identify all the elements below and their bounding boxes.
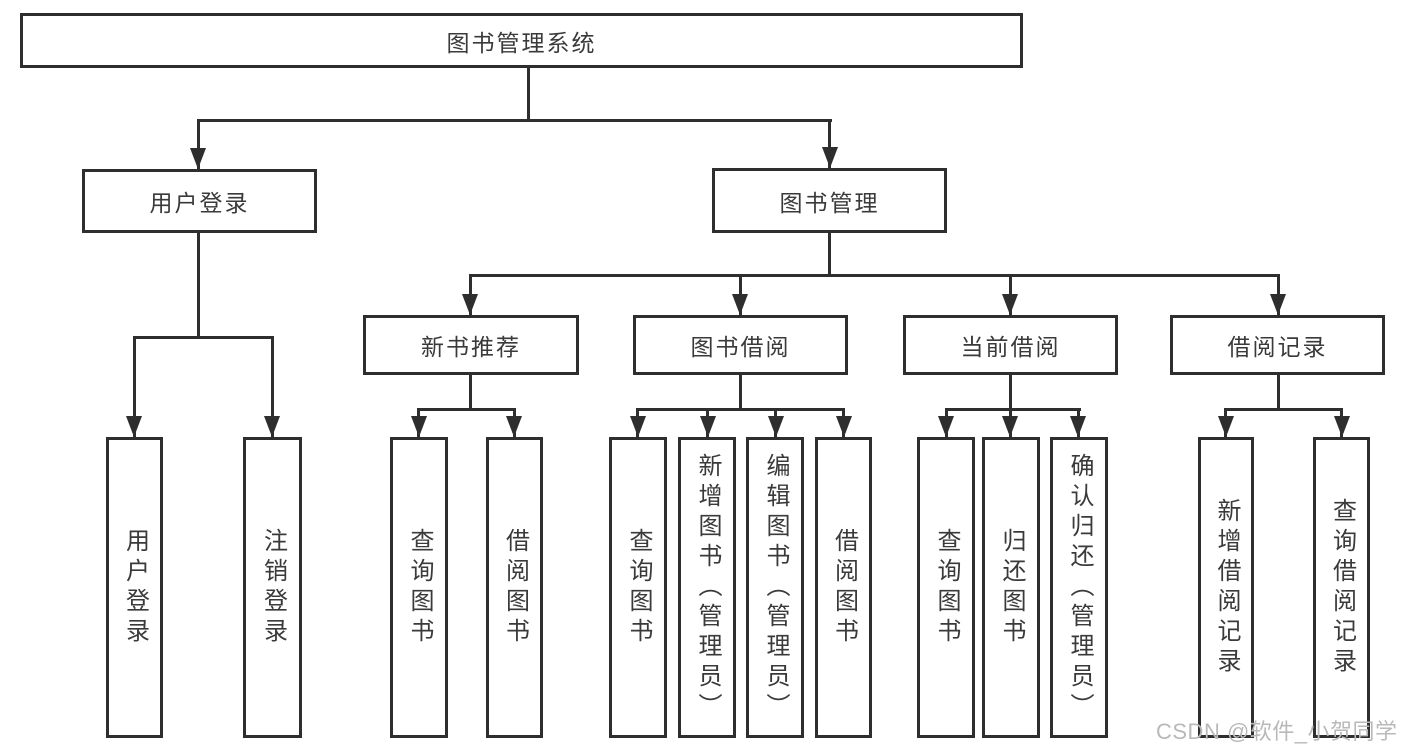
leaf-add-borrow-record-label: 新增借阅记录 bbox=[1213, 497, 1240, 678]
leaf-user-login-label: 用户登录 bbox=[121, 527, 149, 648]
arrow-down-icon bbox=[768, 416, 784, 437]
connector-line bbox=[197, 119, 200, 169]
leaf-add-borrow-record: 新增借阅记录 bbox=[1198, 437, 1254, 738]
leaf-logout: 注销登录 bbox=[243, 437, 302, 738]
connector-line bbox=[828, 233, 831, 275]
node-borrowing-records-label: 借阅记录 bbox=[1227, 334, 1328, 360]
connector-line bbox=[739, 375, 742, 409]
leaf-query-borrow-record: 查询借阅记录 bbox=[1313, 437, 1370, 738]
arrow-down-icon bbox=[1002, 294, 1018, 315]
node-book-management: 图书管理 bbox=[712, 168, 947, 233]
leaf-query-books-recommend: 查询图书 bbox=[390, 437, 448, 738]
node-library-system-label: 图书管理系统 bbox=[446, 29, 597, 56]
connector-line bbox=[828, 119, 831, 168]
node-library-system: 图书管理系统 bbox=[20, 13, 1023, 68]
arrow-down-icon bbox=[1270, 294, 1286, 315]
node-borrowing-records: 借阅记录 bbox=[1170, 315, 1385, 375]
node-book-borrowing: 图书借阅 bbox=[633, 315, 848, 375]
node-book-management-label: 图书管理 bbox=[779, 189, 880, 216]
node-book-borrowing-label: 图书借阅 bbox=[690, 334, 791, 360]
leaf-query-borrow-record-label: 查询借阅记录 bbox=[1328, 497, 1356, 678]
leaf-logout-label: 注销登录 bbox=[259, 527, 287, 648]
leaf-borrow-books-recommend-label: 借阅图书 bbox=[501, 527, 529, 648]
node-current-borrowing-label: 当前借阅 bbox=[960, 334, 1061, 360]
connector-line bbox=[636, 408, 845, 411]
leaf-edit-book-admin-label: 编辑图书（管理员） bbox=[762, 452, 789, 723]
connector-line bbox=[1224, 408, 1342, 411]
arrow-down-icon bbox=[1002, 416, 1018, 437]
leaf-return-books: 归还图书 bbox=[982, 437, 1040, 738]
arrow-down-icon bbox=[462, 294, 478, 315]
arrow-down-icon bbox=[1218, 416, 1234, 437]
arrow-down-icon bbox=[630, 416, 646, 437]
connector-line bbox=[1277, 375, 1280, 409]
arrow-down-icon bbox=[836, 416, 852, 437]
arrow-down-icon bbox=[732, 294, 748, 315]
connector-line bbox=[133, 336, 274, 339]
node-new-book-recommend: 新书推荐 bbox=[363, 315, 579, 375]
watermark: CSDN @软件_小贺同学 bbox=[1156, 719, 1398, 744]
leaf-query-books-recommend-label: 查询图书 bbox=[406, 527, 433, 648]
arrow-down-icon bbox=[126, 416, 142, 437]
node-user-login: 用户登录 bbox=[82, 169, 317, 233]
leaf-query-books-borrow-label: 查询图书 bbox=[625, 527, 652, 648]
arrow-down-icon bbox=[264, 416, 280, 437]
leaf-add-book-admin-label: 新增图书（管理员） bbox=[694, 452, 721, 723]
leaf-confirm-return-admin-label: 确认归还（管理员） bbox=[1066, 452, 1093, 723]
leaf-borrow-books-recommend: 借阅图书 bbox=[486, 437, 543, 738]
leaf-query-books-current: 查询图书 bbox=[917, 437, 975, 738]
connector-line bbox=[469, 274, 1280, 277]
arrow-down-icon bbox=[190, 148, 206, 169]
leaf-edit-book-admin: 编辑图书（管理员） bbox=[746, 437, 804, 738]
node-current-borrowing: 当前借阅 bbox=[903, 315, 1118, 375]
arrow-down-icon bbox=[506, 416, 522, 437]
connector-line bbox=[527, 68, 530, 120]
arrow-down-icon bbox=[1334, 416, 1350, 437]
connector-line bbox=[469, 375, 472, 409]
connector-line bbox=[271, 336, 274, 437]
leaf-query-books-borrow: 查询图书 bbox=[609, 437, 667, 738]
leaf-return-books-label: 归还图书 bbox=[998, 527, 1025, 648]
arrow-down-icon bbox=[411, 416, 427, 437]
leaf-user-login: 用户登录 bbox=[106, 437, 163, 738]
leaf-borrow-books: 借阅图书 bbox=[815, 437, 872, 738]
arrow-down-icon bbox=[822, 147, 838, 168]
leaf-add-book-admin: 新增图书（管理员） bbox=[678, 437, 736, 738]
leaf-borrow-books-label: 借阅图书 bbox=[830, 527, 858, 648]
connector-line bbox=[1009, 375, 1012, 409]
connector-line bbox=[417, 408, 516, 411]
connector-line bbox=[133, 336, 136, 437]
arrow-down-icon bbox=[700, 416, 716, 437]
node-user-login-label: 用户登录 bbox=[149, 190, 250, 216]
connector-line bbox=[197, 233, 200, 337]
connector-line bbox=[197, 119, 832, 122]
arrow-down-icon bbox=[938, 416, 954, 437]
connector-line bbox=[945, 408, 1081, 411]
leaf-query-books-current-label: 查询图书 bbox=[933, 527, 960, 648]
leaf-confirm-return-admin: 确认归还（管理员） bbox=[1050, 437, 1108, 738]
node-new-book-recommend-label: 新书推荐 bbox=[421, 334, 521, 360]
arrow-down-icon bbox=[1070, 416, 1086, 437]
